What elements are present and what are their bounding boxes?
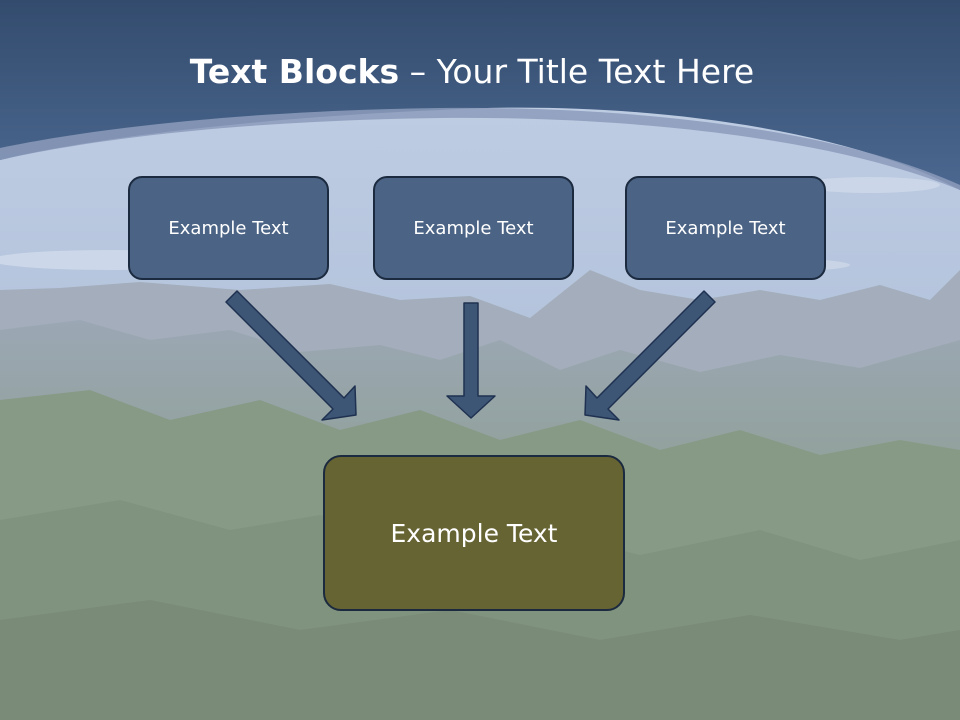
arrow-down-center xyxy=(446,302,496,419)
arrow-right-diagonal xyxy=(584,290,716,421)
title-bold-part: Text Blocks xyxy=(189,52,400,91)
title-rest: Your Title Text Here xyxy=(436,52,755,91)
text-block-left[interactable]: Example Text xyxy=(128,176,329,280)
title-dash: – xyxy=(399,52,437,91)
text-block-left-label: Example Text xyxy=(168,217,289,239)
arrow-left-diagonal xyxy=(225,290,357,421)
text-block-middle[interactable]: Example Text xyxy=(373,176,574,280)
text-block-target[interactable]: Example Text xyxy=(323,455,625,611)
text-block-middle-label: Example Text xyxy=(413,217,534,239)
slide-title: Text Blocks – Your Title Text Here xyxy=(0,52,944,91)
text-block-right-label: Example Text xyxy=(665,217,786,239)
text-block-right[interactable]: Example Text xyxy=(625,176,826,280)
text-block-target-label: Example Text xyxy=(390,518,558,548)
